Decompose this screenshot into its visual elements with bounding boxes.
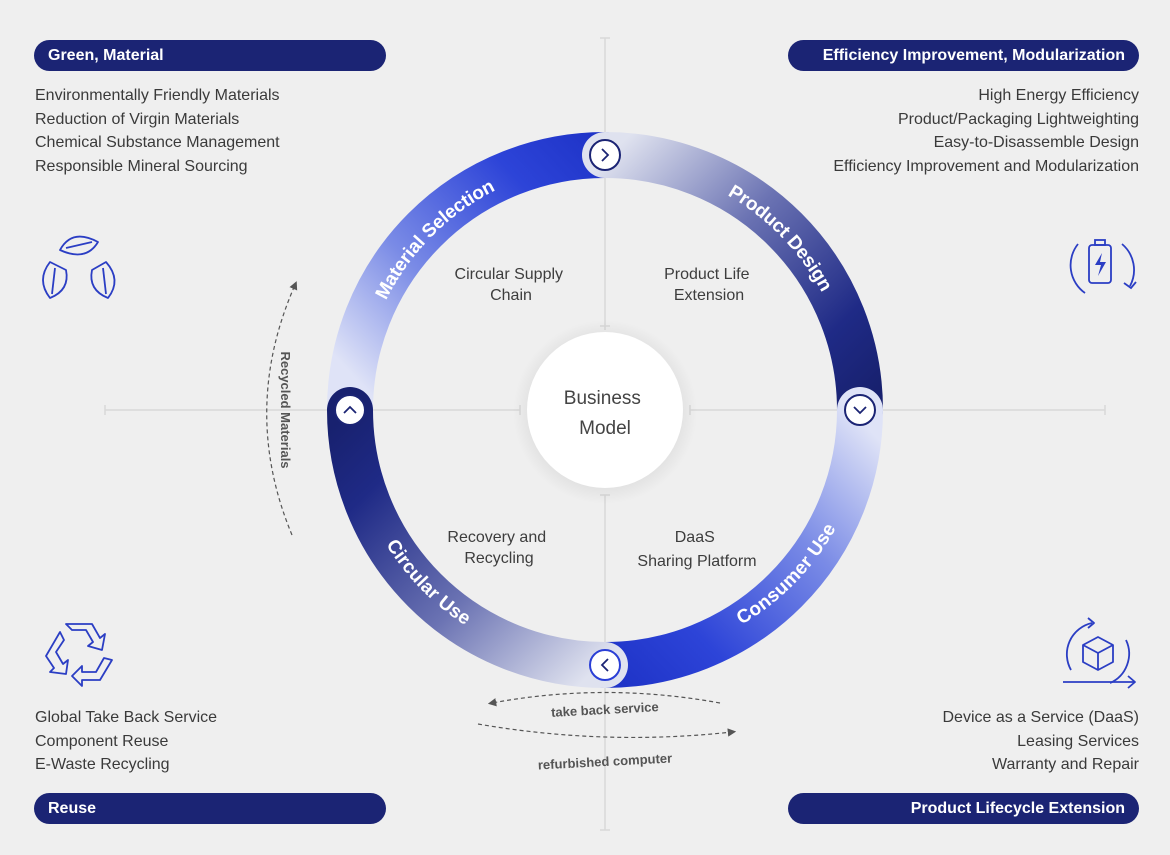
quadrant-title-lifecycle: Product Lifecycle Extension xyxy=(788,793,1139,824)
quadrant-title-green-material: Green, Material xyxy=(34,40,386,71)
segment-circular-use xyxy=(327,387,628,688)
chevron-left-icon xyxy=(600,658,609,672)
list-item: E-Waste Recycling xyxy=(35,756,170,774)
center-circle xyxy=(527,332,683,488)
list-item: Responsible Mineral Sourcing xyxy=(35,158,248,176)
node-top[interactable] xyxy=(589,139,621,171)
list-item: Efficiency Improvement and Modularizatio… xyxy=(833,158,1139,176)
list-item: High Energy Efficiency xyxy=(978,87,1139,104)
list-lifecycle: Device as a Service (DaaS) Leasing Servi… xyxy=(942,706,1139,777)
list-reuse: Global Take Back Service Component Reuse… xyxy=(35,706,217,777)
inner-label-product-life-extension: Product Life Extension xyxy=(664,266,754,304)
node-bottom[interactable] xyxy=(589,649,621,681)
segment-consumer-use xyxy=(582,387,883,688)
take-back-label: take back service xyxy=(551,699,659,720)
list-green-material: Environmentally Friendly Materials Reduc… xyxy=(35,84,280,179)
list-item: Reduction of Virgin Materials xyxy=(35,110,240,128)
inner-label-daas-sharing: DaaS Sharing Platform xyxy=(637,529,756,570)
take-back-arrow xyxy=(487,691,721,707)
refurbished-arrow xyxy=(477,723,737,739)
list-item: Device as a Service (DaaS) xyxy=(942,709,1139,726)
node-left[interactable] xyxy=(334,394,366,426)
cube-cycle-icon xyxy=(1063,617,1136,689)
recycle-leaves-icon xyxy=(42,235,116,299)
refurbished-label: refurbished computer xyxy=(537,750,672,772)
segment-product-design xyxy=(582,132,883,433)
quadrant-title-reuse: Reuse xyxy=(34,793,386,824)
list-efficiency: High Energy Efficiency Product/Packaging… xyxy=(833,84,1139,179)
quadrant-title-efficiency: Efficiency Improvement, Modularization xyxy=(788,40,1139,71)
list-item: Environmentally Friendly Materials xyxy=(35,87,280,104)
center-label: Business Model xyxy=(564,388,646,439)
list-item: Chemical Substance Management xyxy=(35,134,280,152)
inner-label-recovery-recycling: Recovery and Recycling xyxy=(447,529,550,567)
chevron-down-icon xyxy=(853,406,867,415)
list-item: Component Reuse xyxy=(35,732,169,750)
list-item: Easy-to-Disassemble Design xyxy=(933,134,1139,152)
node-right[interactable] xyxy=(844,394,876,426)
list-item: Global Take Back Service xyxy=(35,709,218,726)
recycle-triangle-icon xyxy=(45,623,113,687)
recycled-materials-label: Recycled Materials xyxy=(278,351,293,468)
chevron-up-icon xyxy=(343,405,357,414)
list-item: Product/Packaging Lightweighting xyxy=(897,110,1139,128)
recycled-materials-arrow xyxy=(266,281,298,536)
list-item: Leasing Services xyxy=(1017,732,1139,750)
list-item: Warranty and Repair xyxy=(991,756,1139,774)
inner-label-circular-supply-chain: Circular Supply Chain xyxy=(455,266,568,304)
segment-material-selection xyxy=(327,132,628,433)
battery-charge-icon xyxy=(1069,239,1137,294)
chevron-right-icon xyxy=(601,148,610,162)
